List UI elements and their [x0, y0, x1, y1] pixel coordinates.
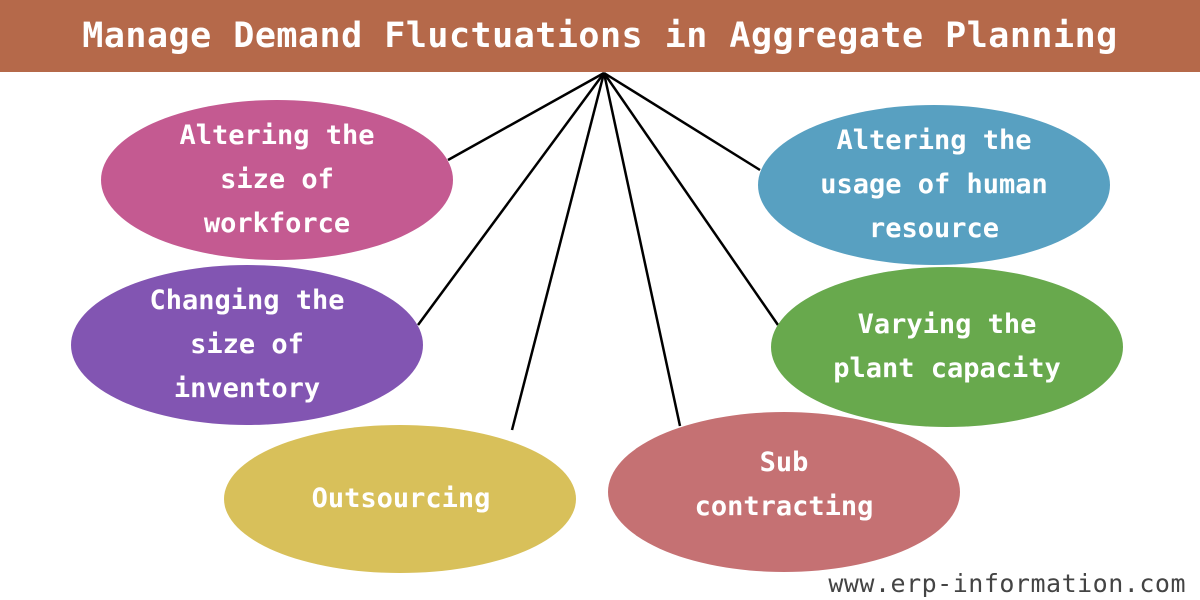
node-plant-capacity: Varying the plant capacity — [771, 267, 1123, 427]
node-workforce-label: Altering the size of workforce — [179, 120, 375, 239]
node-outsourcing-label: Outsourcing — [311, 483, 491, 514]
connector-workforce — [447, 71, 605, 162]
diagram-title: Manage Demand Fluctuations in Aggregate … — [82, 16, 1118, 56]
node-subcontracting-label: Sub contracting — [694, 447, 874, 522]
connector-human-resource — [603, 71, 761, 172]
node-workforce: Altering the size of workforce — [101, 100, 453, 260]
connector-plant-capacity — [602, 72, 780, 326]
connector-subcontracting — [602, 72, 682, 427]
node-outsourcing: Outsourcing — [224, 425, 576, 573]
node-inventory-label: Changing the size of inventory — [149, 285, 345, 404]
node-inventory: Changing the size of inventory — [71, 265, 423, 425]
node-human-resource: Altering the usage of human resource — [758, 105, 1110, 265]
node-subcontracting: Sub contracting — [608, 412, 960, 572]
connector-outsourcing — [510, 72, 606, 431]
website-watermark: www.erp-information.com — [828, 569, 1186, 598]
node-human-resource-label: Altering the usage of human resource — [820, 125, 1048, 244]
connector-inventory — [416, 72, 606, 326]
title-banner: Manage Demand Fluctuations in Aggregate … — [0, 0, 1200, 72]
node-plant-capacity-label: Varying the plant capacity — [833, 309, 1061, 384]
